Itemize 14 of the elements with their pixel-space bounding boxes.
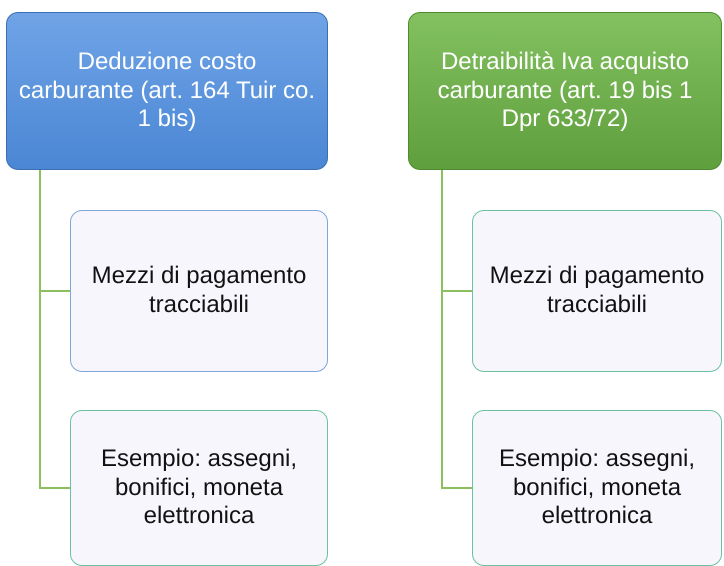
- item-box: [472, 210, 722, 372]
- heading-box: [408, 12, 722, 170]
- item-box: [70, 410, 328, 566]
- box-text: Esempio: assegni, bonifici, moneta elettronica: [100, 444, 298, 532]
- box-text: Detraibilità Iva acquisto carburante (art. 19 bis 1 Dpr 633/72): [436, 48, 694, 134]
- box-text: Esempio: assegni, bonifici, moneta elettronica: [498, 444, 696, 532]
- box-text: Mezzi di pagamento tracciabili: [488, 262, 706, 320]
- box-text: Deduzione costo carburante (art. 164 Tuir co. 1 bis): [18, 48, 316, 134]
- box-text: Mezzi di pagamento tracciabili: [90, 262, 308, 320]
- connector-line: [441, 170, 472, 489]
- heading-box: [6, 12, 328, 170]
- item-box: [472, 410, 722, 566]
- connector-line: [39, 170, 70, 489]
- item-box: [70, 210, 328, 372]
